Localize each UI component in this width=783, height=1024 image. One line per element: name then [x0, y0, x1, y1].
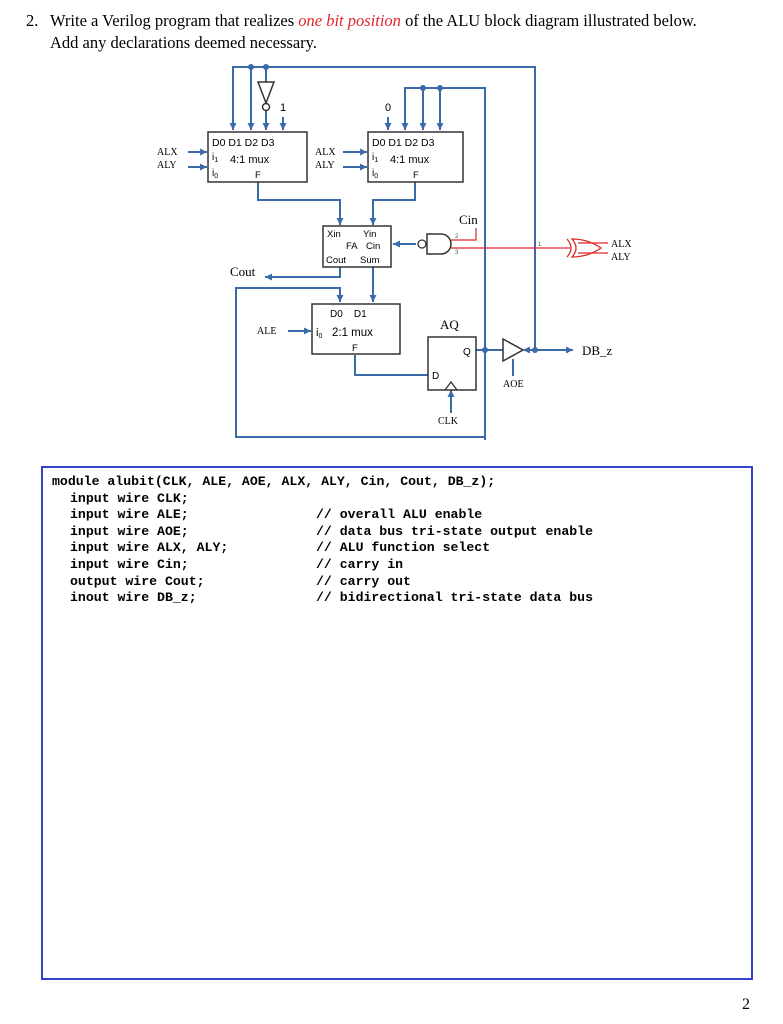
cout-label: Cout: [230, 264, 256, 279]
svg-text:FA: FA: [346, 241, 358, 252]
svg-text:i0: i0: [316, 327, 322, 340]
svg-text:Xin: Xin: [327, 229, 341, 240]
svg-text:i0: i0: [372, 168, 378, 180]
svg-text:Yin: Yin: [363, 229, 376, 240]
svg-text:D0 D1 D2 D3: D0 D1 D2 D3: [372, 137, 435, 149]
full-adder: Xin Yin FA Cin Cout Sum: [322, 225, 392, 268]
comment-cin: // carry in: [316, 557, 404, 572]
register-name: AQ: [440, 317, 459, 332]
declaration-db-z: inout wire DB_z;: [70, 590, 197, 606]
comment-db-z: // bidirectional tri-state data bus: [316, 590, 593, 606]
declaration-cin: input wire Cin;: [70, 557, 189, 572]
svg-text:2: 2: [455, 234, 459, 240]
comment-aoe: // data bus tri-state output enable: [316, 523, 593, 539]
svg-text:D: D: [432, 371, 439, 382]
mux-a-aly: ALY: [157, 160, 177, 171]
declaration-aoe: input wire AOE;: [70, 523, 189, 539]
alu-block-diagram: 1 0 D0 D1 D2 D3 i1 4:1 mux i0 F ALX ALY …: [157, 64, 632, 440]
wires: [188, 66, 573, 440]
svg-text:i1: i1: [212, 152, 218, 164]
declaration-alx-aly: input wire ALX, ALY;: [70, 540, 229, 556]
question-line-2: Add any declarations deemed necessary.: [50, 33, 317, 52]
svg-text:Q: Q: [463, 347, 471, 358]
emphasized-phrase: one bit position: [298, 11, 401, 30]
cin-label: Cin: [459, 212, 478, 227]
svg-text:Cin: Cin: [366, 241, 380, 252]
declaration-cout: output wire Cout;: [70, 573, 205, 589]
svg-text:D0 D1 D2 D3: D0 D1 D2 D3: [212, 137, 275, 149]
inverter-gate: [256, 81, 276, 112]
xor-gate: 1: [538, 238, 608, 258]
svg-text:4:1 mux: 4:1 mux: [230, 154, 270, 166]
svg-text:D0 D1: D0 D1: [330, 309, 367, 320]
mux-c: D0 D1 i0 2:1 mux F: [311, 303, 401, 355]
aoe-label: AOE: [503, 379, 524, 390]
svg-text:F: F: [352, 343, 358, 354]
mux-b-alx: ALX: [315, 147, 336, 158]
gate-aly: ALY: [611, 252, 631, 263]
svg-text:i1: i1: [372, 152, 378, 164]
svg-text:i0: i0: [212, 168, 218, 180]
mux-a: D0 D1 D2 D3 i1 4:1 mux i0 F: [207, 131, 308, 183]
ale-label: ALE: [257, 326, 276, 337]
svg-text:2:1 mux: 2:1 mux: [332, 327, 373, 339]
question-number: 2.: [26, 11, 39, 30]
module-header: module alubit(CLK, ALE, AOE, ALX, ALY, C…: [52, 474, 496, 489]
tristate-buffer: [502, 337, 525, 363]
mux-a-alx: ALX: [157, 147, 178, 158]
mux-b: D0 D1 D2 D3 i1 4:1 mux i0 F: [367, 131, 464, 183]
clk-label: CLK: [438, 416, 459, 427]
bus-label: DB_z: [582, 343, 613, 358]
comment-ale: // overall ALU enable: [316, 507, 483, 523]
junction-dots: [248, 64, 538, 353]
mux-b-aly: ALY: [315, 160, 335, 171]
gate-alx: ALX: [611, 239, 632, 250]
question-line-1: Write a Verilog program that realizes on…: [50, 11, 697, 30]
carry-gate: 2 3: [417, 228, 560, 256]
comment-cout: // carry out: [316, 573, 411, 589]
svg-text:4:1 mux: 4:1 mux: [390, 154, 430, 166]
svg-text:F: F: [255, 170, 261, 181]
svg-text:F: F: [413, 170, 419, 181]
declaration-ale: input wire ALE;: [70, 507, 189, 523]
comment-alx-aly: // ALU function select: [316, 540, 491, 556]
svg-text:3: 3: [455, 250, 459, 256]
page-number: 2: [742, 996, 750, 1013]
svg-text:Cout: Cout: [326, 255, 346, 266]
mux-b-const-label: 0: [385, 102, 391, 114]
declaration-clk: input wire CLK;: [70, 490, 189, 506]
code-answer-box[interactable]: module alubit(CLK, ALE, AOE, ALX, ALY, C…: [41, 466, 753, 980]
svg-text:Sum: Sum: [360, 255, 380, 266]
mux-a-const-label: 1: [280, 102, 286, 114]
svg-text:1: 1: [538, 242, 542, 248]
aq-register: D Q: [427, 336, 477, 391]
